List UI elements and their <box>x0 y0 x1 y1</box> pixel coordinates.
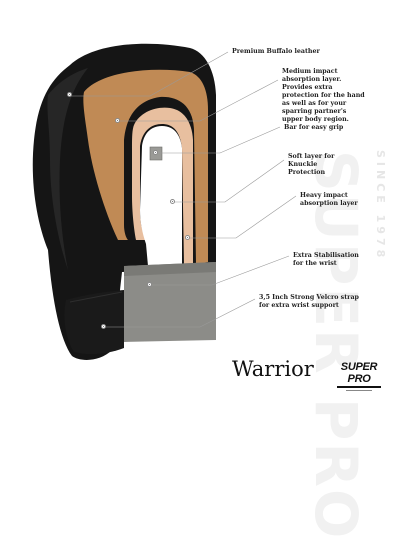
leader-line-heavy <box>188 195 297 239</box>
label-leather: Premium Buffalo leather <box>232 48 320 55</box>
soft-knuckle-layer <box>132 107 193 266</box>
velcro-strap-edge <box>69 291 123 303</box>
leader-line-soft <box>173 159 285 203</box>
brand-logo-tagline-line <box>346 390 372 391</box>
brand-logo: SUPER PRO <box>334 361 384 391</box>
hand-cavity <box>140 126 182 266</box>
leader-line-medium <box>118 79 279 122</box>
label-soft-layer: Soft layer for Knuckle Protection <box>288 153 335 176</box>
label-heavy-impact: Heavy impact absorption layer <box>300 192 358 207</box>
leader-line-velcro <box>104 298 256 328</box>
wrist-foam-shade <box>124 262 216 276</box>
marker-medium <box>115 118 120 123</box>
product-title: Warrior <box>232 357 314 381</box>
glove-shell-highlight <box>47 68 88 270</box>
label-medium-impact: Medium impact absorption layer. Provides… <box>282 68 365 123</box>
leader-line-bar <box>156 126 281 154</box>
velcro-strap <box>64 290 124 355</box>
label-wrist-stabilisation: Extra Stabilisation for the wrist <box>293 252 359 267</box>
marker-leather <box>67 92 72 97</box>
brand-logo-text: SUPER PRO <box>340 361 378 385</box>
marker-stab <box>147 282 152 287</box>
marker-soft <box>170 199 175 204</box>
marker-bar <box>153 150 158 155</box>
marker-heavy <box>185 235 190 240</box>
marker-velcro <box>101 324 106 329</box>
leader-line-stab <box>150 255 290 286</box>
brand-logo-underline <box>337 386 381 388</box>
leather-layer <box>83 69 208 265</box>
leader-lines <box>70 51 297 328</box>
leader-line-leather <box>70 51 229 97</box>
glove-diagram: SUPER PRO SINCE 1978 <box>32 43 387 540</box>
label-velcro-strap: 3,5 Inch Strong Velcro strap for extra w… <box>259 294 359 309</box>
label-grip-bar: Bar for easy grip <box>284 124 344 131</box>
glove-cross-section <box>32 43 297 360</box>
